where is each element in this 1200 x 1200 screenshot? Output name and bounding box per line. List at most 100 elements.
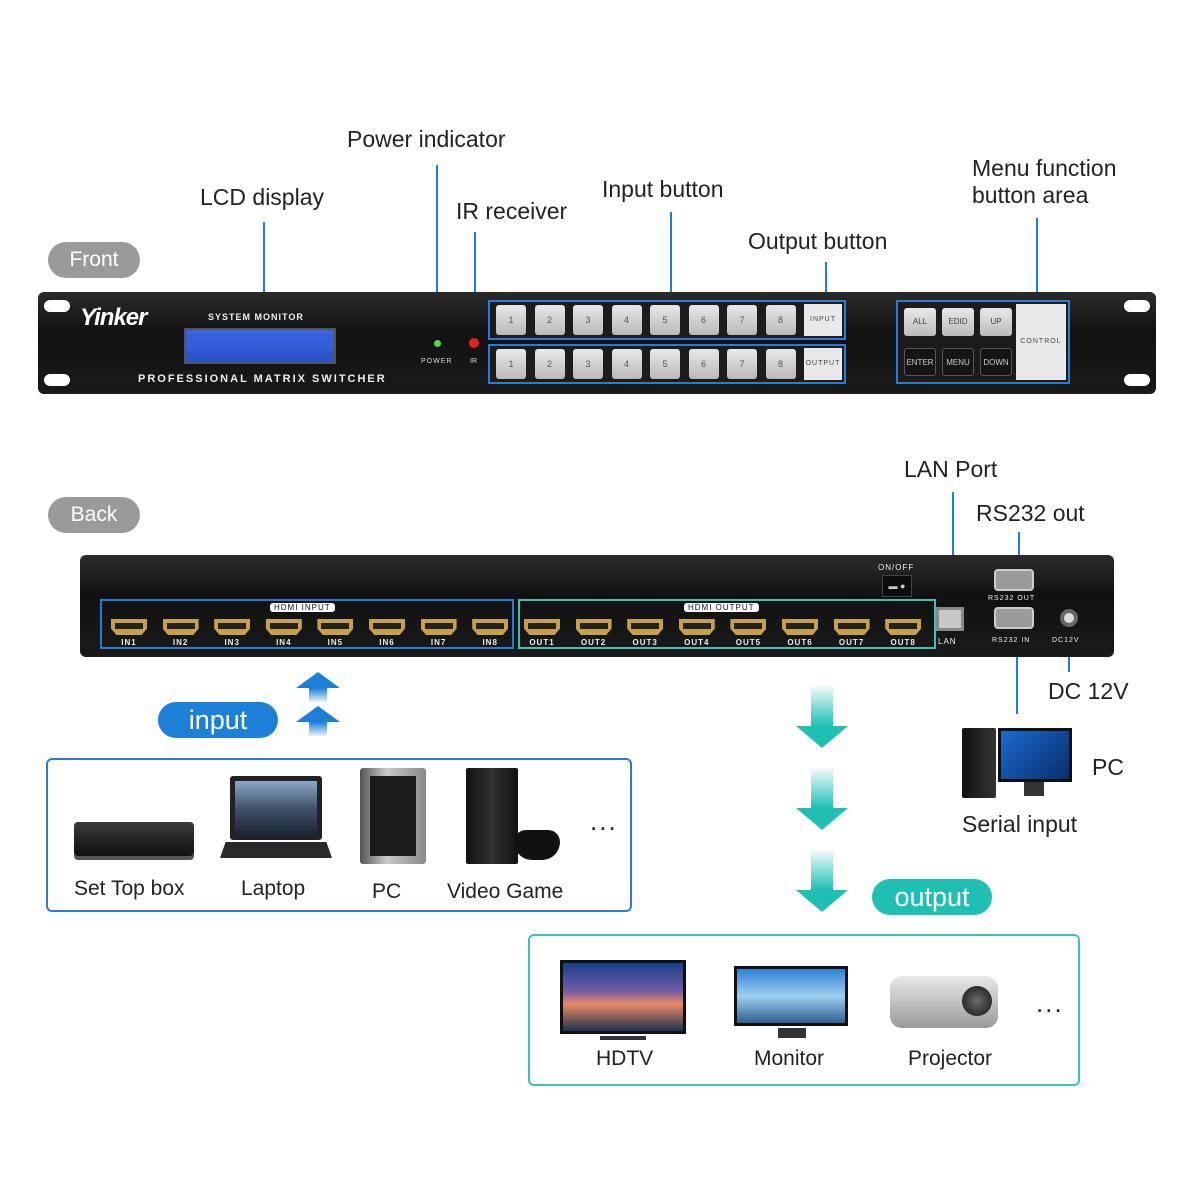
front-section-label: Front [48, 242, 140, 278]
control-tag: CONTROL [1016, 304, 1066, 380]
control-button[interactable]: DOWN [980, 348, 1012, 376]
brand-logo: Yinker [80, 304, 147, 331]
hdmi-port-label: IN8 [482, 638, 498, 647]
front-chassis: Yinker SYSTEM MONITOR PROFESSIONAL MATRI… [38, 292, 1156, 394]
input-select-button[interactable]: 3 [573, 305, 603, 335]
hdmi-port[interactable] [369, 619, 405, 635]
input-select-button[interactable]: 6 [688, 305, 719, 335]
lcd-screen [184, 328, 336, 364]
control-button[interactable]: ALL [904, 308, 936, 336]
back-section-label: Back [48, 497, 140, 533]
output-select-button[interactable]: 3 [573, 349, 603, 379]
input-select-button[interactable]: 2 [534, 305, 565, 335]
callout-lan-port: LAN Port [904, 456, 998, 482]
hdmi-port[interactable] [833, 619, 870, 635]
serial-pc-stand [1024, 782, 1044, 796]
output-select-button[interactable]: 8 [765, 349, 796, 379]
output-select-button[interactable]: 2 [534, 349, 565, 379]
ir-sensor [469, 338, 479, 348]
output-select-button[interactable]: 1 [496, 349, 526, 379]
input-select-button[interactable]: 4 [611, 305, 642, 335]
input-select-button[interactable]: 5 [650, 305, 680, 335]
input-device-label: Laptop [241, 877, 306, 900]
power-led [434, 340, 441, 347]
leader-ir [474, 232, 476, 325]
hdmi-port-label: IN5 [327, 638, 344, 647]
rack-slot-tl [44, 300, 70, 312]
hdmi-port[interactable] [627, 619, 664, 635]
up-arrow-lower [296, 706, 340, 736]
input-tag: INPUT [804, 304, 842, 336]
input-select-button[interactable]: 7 [727, 305, 757, 335]
hdmi-port-label: IN4 [276, 638, 292, 647]
leader-lcd [263, 222, 265, 340]
input-select-button[interactable]: 1 [496, 305, 526, 335]
control-button[interactable]: UP [980, 308, 1012, 336]
hdmi-port-label: IN1 [121, 638, 137, 647]
lan-label: LAN [938, 637, 957, 646]
rack-slot-tr [1124, 300, 1150, 312]
hdmi-port[interactable] [214, 619, 251, 635]
rs232-in-port[interactable] [994, 607, 1034, 629]
input-device-label: PC [372, 880, 402, 903]
control-button[interactable]: MENU [942, 348, 974, 376]
hdmi-port[interactable] [111, 619, 147, 635]
set-top-box-image [74, 822, 194, 856]
control-button[interactable]: EDID [942, 308, 974, 336]
hdmi-port-label: IN6 [379, 638, 395, 647]
hdmi-port-label: OUT7 [838, 638, 865, 647]
hdmi-port[interactable] [782, 619, 818, 635]
callout-menu-function: Menu function button area [972, 155, 1117, 208]
monitor-image [734, 966, 848, 1026]
hdmi-port-label: IN7 [430, 638, 447, 647]
hdmi-port[interactable] [730, 619, 767, 635]
output-select-button[interactable]: 5 [650, 349, 680, 379]
output-select-button[interactable]: 4 [611, 349, 642, 379]
hdmi-port-label: OUT3 [632, 638, 658, 647]
hdmi-output-label: HDMI OUTPUT [684, 603, 759, 612]
video-game-console-image [466, 768, 518, 864]
hdmi-port[interactable] [678, 619, 715, 635]
hdmi-port[interactable] [420, 619, 457, 635]
up-arrow-upper [296, 672, 340, 702]
callout-rs232-out: RS232 out [976, 500, 1085, 526]
hdmi-input-frame [100, 599, 514, 649]
callout-power-indicator: Power indicator [347, 126, 506, 152]
hdmi-port[interactable] [317, 619, 354, 635]
callout-pc: PC [1092, 754, 1124, 780]
product-label: PROFESSIONAL MATRIX SWITCHER [138, 373, 387, 385]
hdmi-port[interactable] [524, 619, 560, 635]
callout-dc-12v: DC 12V [1048, 678, 1129, 704]
output-select-button[interactable]: 7 [727, 349, 757, 379]
dc-jack[interactable] [1060, 609, 1078, 627]
input-select-button[interactable]: 8 [765, 305, 796, 335]
hdmi-port[interactable] [162, 619, 199, 635]
hdmi-port[interactable] [575, 619, 612, 635]
hdmi-port[interactable] [472, 619, 509, 635]
callout-ir-receiver: IR receiver [456, 198, 568, 224]
callout-input-button: Input button [602, 176, 724, 202]
hdmi-input-label: HDMI INPUT [270, 603, 335, 612]
output-device-label: Monitor [754, 1047, 825, 1070]
serial-pc-monitor [998, 728, 1072, 782]
lan-port[interactable] [936, 607, 964, 631]
pc-tower-front [370, 776, 416, 856]
laptop-base [220, 842, 332, 858]
input-device-label: Set Top box [74, 877, 185, 900]
callout-serial-input: Serial input [962, 811, 1078, 837]
leader-lan [952, 492, 954, 610]
input-badge: input [158, 702, 278, 738]
callout-output-button: Output button [748, 228, 888, 254]
hdmi-port[interactable] [885, 619, 922, 635]
hdmi-port[interactable] [265, 619, 302, 635]
output-device-label: HDTV [596, 1047, 654, 1070]
input-more-ellipsis: ... [590, 806, 618, 836]
power-label: POWER [421, 358, 453, 365]
output-device-label: Projector [908, 1047, 993, 1070]
power-switch[interactable]: ▬ ● [882, 575, 912, 597]
control-button[interactable]: ENTER [904, 348, 936, 376]
hdmi-port-label: OUT5 [735, 638, 762, 647]
output-select-button[interactable]: 6 [688, 349, 719, 379]
rs232-out-port[interactable] [994, 569, 1034, 591]
